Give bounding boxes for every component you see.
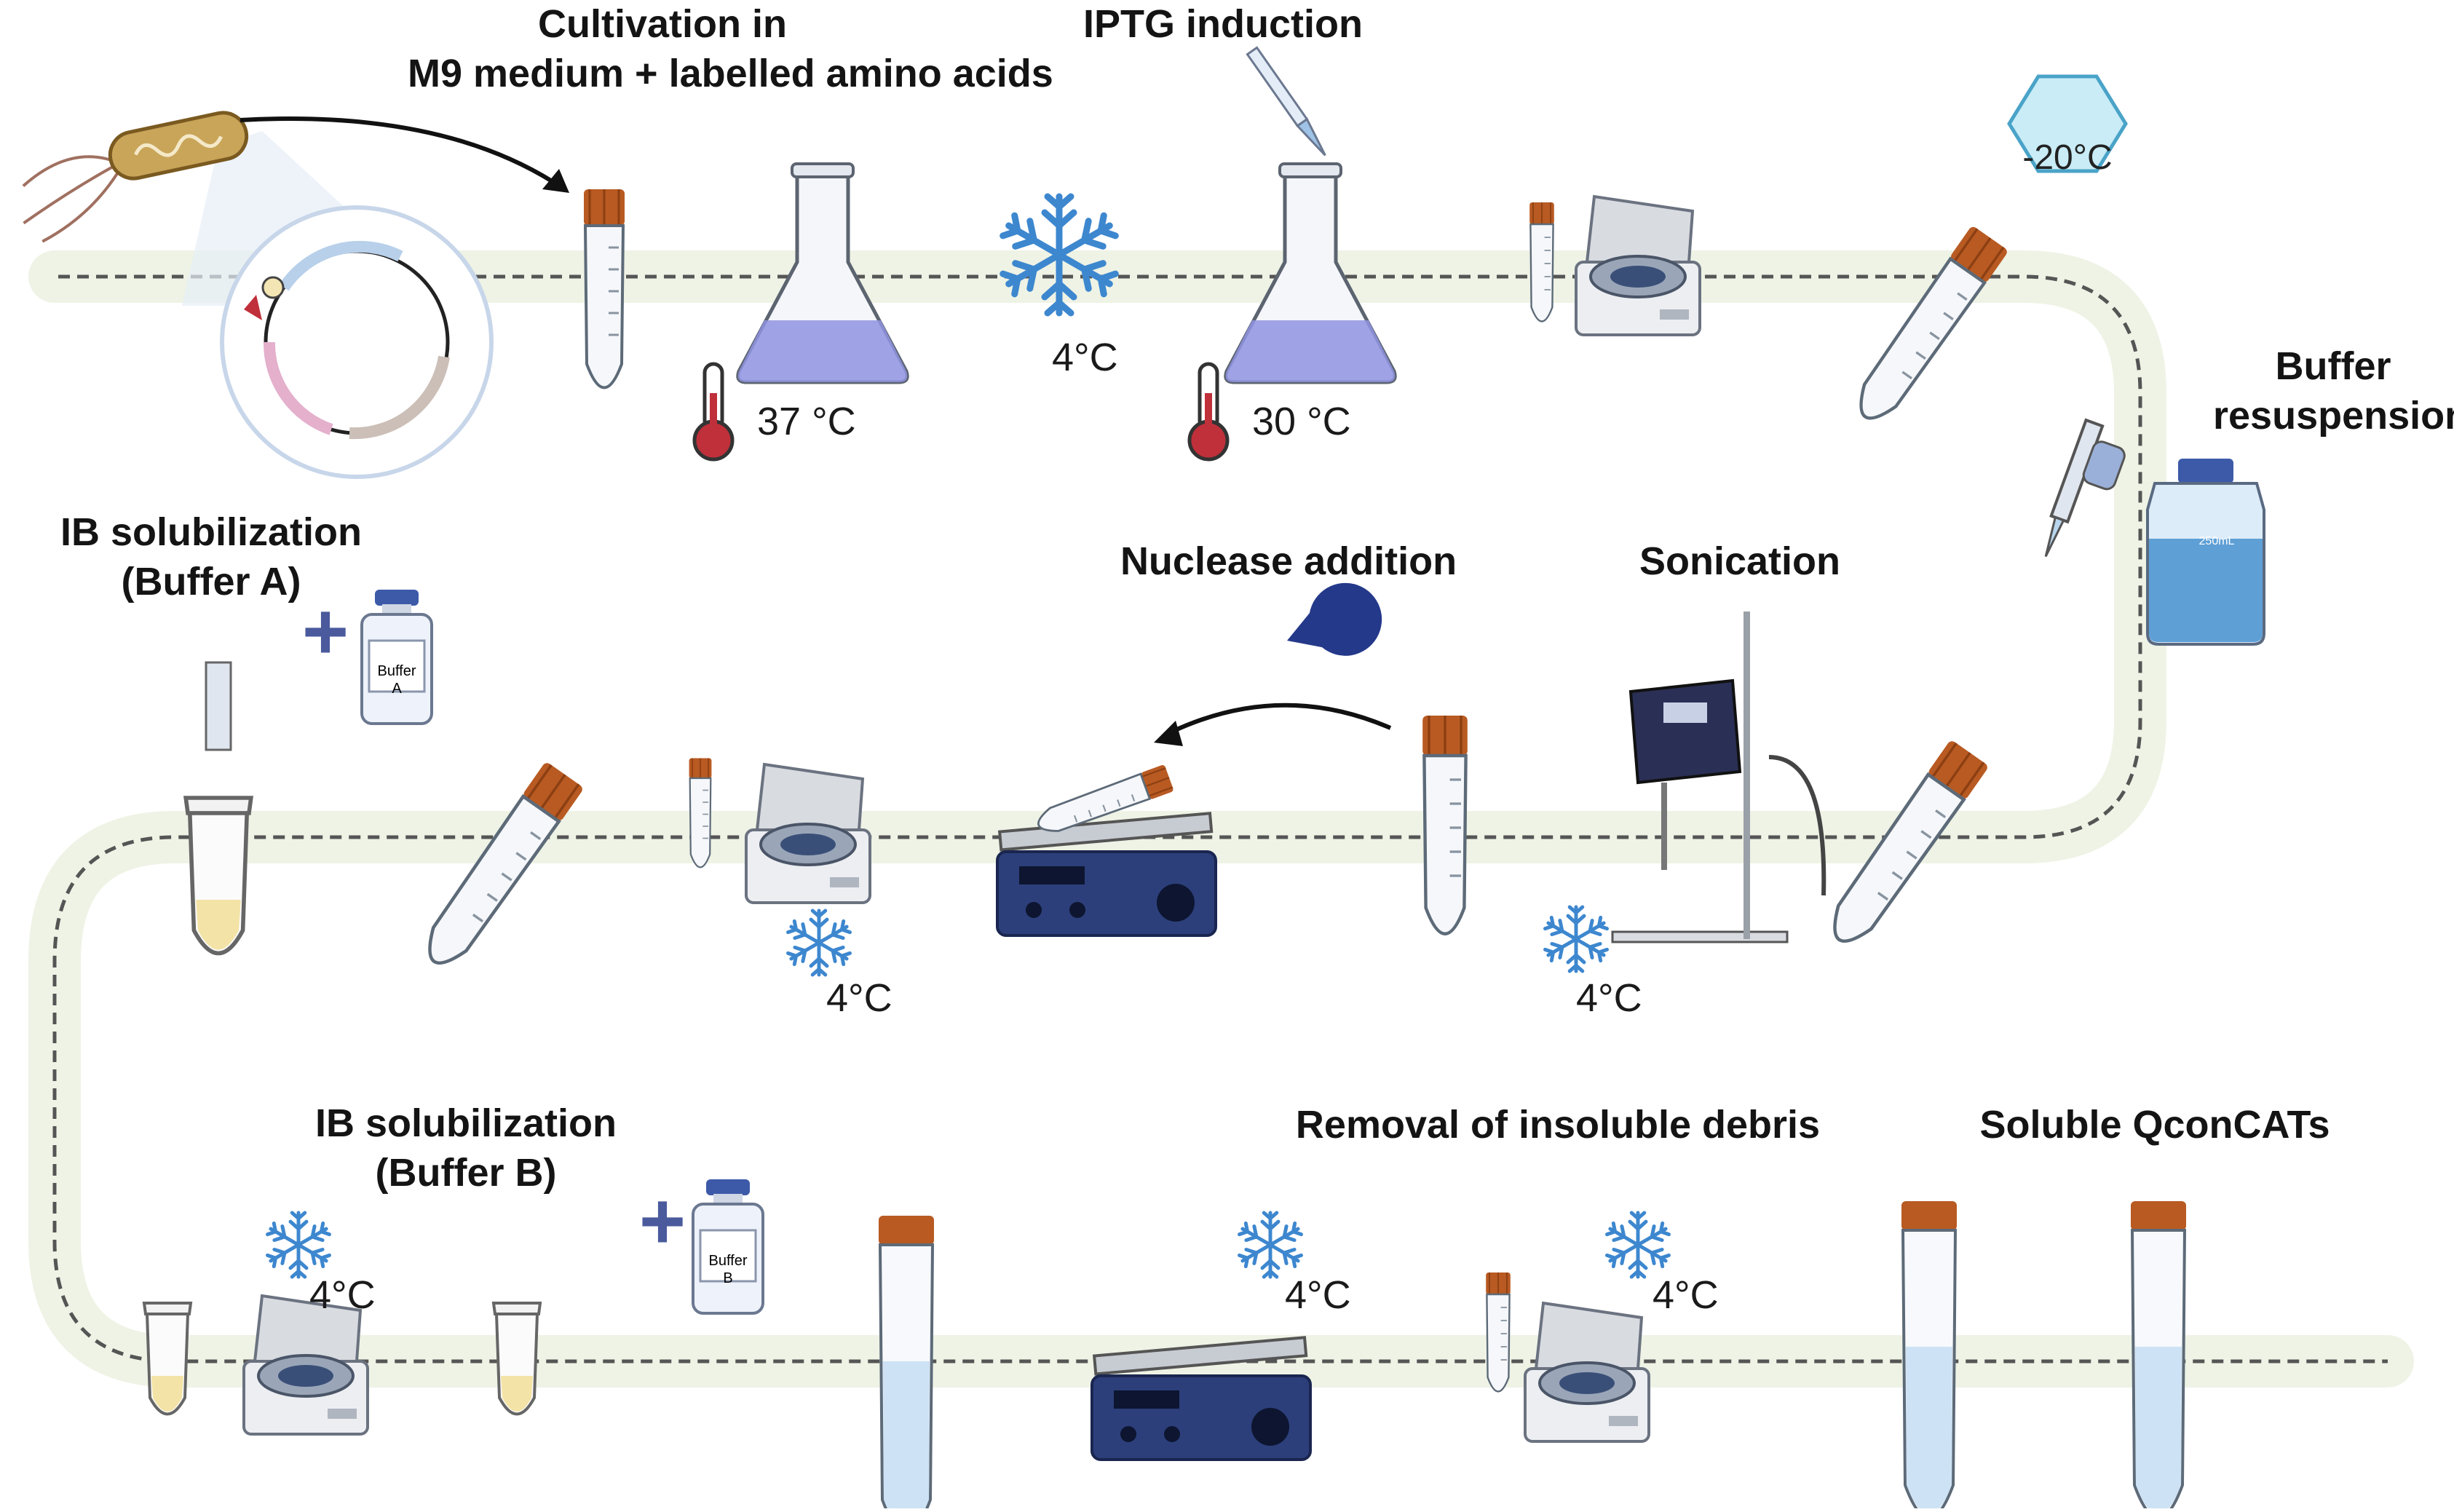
buffer-resuspension-line1: Buffer <box>2275 344 2391 388</box>
temp-freeze-top: 4°C <box>1052 336 1118 379</box>
bottle-volume: 250mL <box>2199 535 2235 547</box>
plus-icon-a: + <box>302 587 349 676</box>
tilted-tube-3 <box>415 761 584 975</box>
snowflake-icon-row3a <box>266 1213 330 1277</box>
falcon-tube-1 <box>582 188 626 389</box>
centrifuge-1 <box>1575 195 1701 336</box>
cultivation-line1: Cultivation in <box>538 2 787 46</box>
snowflake-icon-row3c <box>1606 1213 1669 1277</box>
final-tube <box>2129 1200 2188 1512</box>
temp-37: 37 °C <box>757 400 856 443</box>
snowflake-icon-row3b <box>1238 1213 1302 1277</box>
vial-b-buffer-word: Buffer <box>709 1253 748 1269</box>
eppendorf-b2 <box>492 1302 542 1416</box>
temp-row3-shaker: 4°C <box>1285 1273 1351 1317</box>
bacterium <box>22 111 249 243</box>
snowflake-icon-row2 <box>787 911 850 975</box>
temp-row2-sonication: 4°C <box>1576 976 1642 1020</box>
sonicator <box>1611 611 1826 943</box>
ib-b-line1: IB solubilization <box>315 1101 617 1145</box>
temp-row3-ib: 4°C <box>309 1273 376 1317</box>
thermometer-37-icon <box>694 364 732 459</box>
pipette-gun-icon <box>2044 418 2126 558</box>
buffer-a-vial <box>360 588 433 725</box>
falcon-tube-large <box>877 1214 935 1512</box>
ib-b-label: IB solubilization (Buffer B) <box>277 1099 655 1198</box>
ib-a-line1: IB solubilization <box>60 510 362 554</box>
small-tube-1 <box>1528 201 1556 322</box>
thermometer-30-icon <box>1190 364 1227 459</box>
curved-arrow-nuclease <box>1171 702 1392 734</box>
cultivation-title: Cultivation in M9 medium + labelled amin… <box>408 0 1053 98</box>
shaker-2 <box>1091 1336 1312 1461</box>
nuclease-label: Nuclease addition <box>1120 539 1457 583</box>
track-dashes <box>52 274 2388 1363</box>
media-bottle <box>2146 459 2265 646</box>
yellow-tube <box>1422 716 1468 934</box>
vial-b-letter: B <box>723 1270 732 1286</box>
plus-icon-b: + <box>639 1176 686 1266</box>
shaker-1 <box>996 812 1217 937</box>
ib-a-line2: (Buffer A) <box>121 559 301 603</box>
freezer-hexagon <box>2007 74 2128 173</box>
minus20-label: -20°C <box>2022 138 2112 177</box>
ib-b-line2: (Buffer B) <box>375 1150 557 1195</box>
temp-30: 30 °C <box>1252 400 1351 443</box>
small-tube-2 <box>688 757 713 868</box>
plasmid-inset <box>182 131 494 479</box>
temp-row2-centrifuge: 4°C <box>826 976 892 1020</box>
vial-a-letter: A <box>392 681 402 697</box>
curved-arrow-cultivation <box>240 116 555 184</box>
snowflake-icon-sonication <box>1544 907 1607 971</box>
removal-label: Removal of insoluble debris <box>1295 1103 1821 1147</box>
centrifuge-2 <box>745 763 871 904</box>
temp-row3-centrifuge: 4°C <box>1653 1273 1719 1317</box>
ib-a-label: IB solubilization (Buffer A) <box>29 508 393 606</box>
eppendorf-b1 <box>143 1302 192 1416</box>
soluble-label: Soluble QconCATs <box>1979 1103 2330 1147</box>
eppendorf-a <box>186 798 251 954</box>
vial-a-buffer-word: Buffer <box>378 663 416 679</box>
nuclease-pacman-icon <box>1287 582 1382 656</box>
buffer-resuspension-line2: resuspension <box>2213 393 2454 438</box>
buffer-b-vial <box>692 1178 764 1315</box>
centrifuge-4 <box>1524 1302 1650 1443</box>
small-tube-3 <box>1484 1271 1512 1393</box>
sonication-label: Sonication <box>1639 539 1840 583</box>
iptg-label: IPTG induction <box>1083 2 1363 46</box>
buffer-resuspension-label: Buffer resuspension <box>2213 342 2454 440</box>
pipette-icon <box>1246 46 1326 157</box>
pipette-tip <box>205 661 232 751</box>
cultivation-line2: M9 medium + labelled amino acids <box>408 51 1053 95</box>
graduated-tube <box>1900 1200 1958 1512</box>
